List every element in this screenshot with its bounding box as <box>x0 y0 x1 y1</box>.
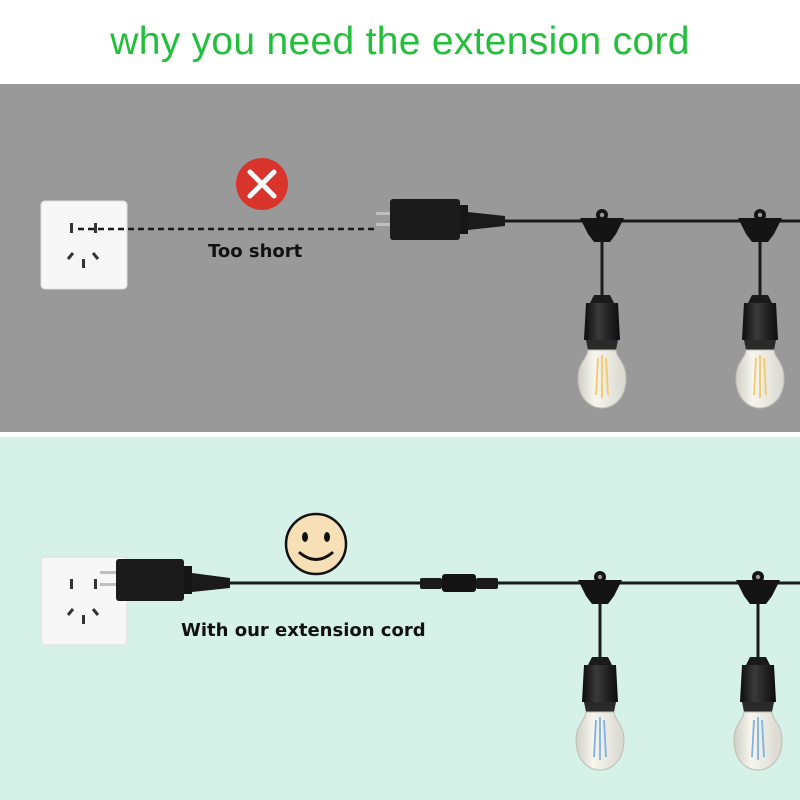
extension-connector <box>420 574 498 592</box>
wall-outlet-bottom <box>39 555 129 647</box>
bulb-bottom-2 <box>732 600 784 772</box>
power-plug-top <box>376 199 505 240</box>
bulb-top-2 <box>734 238 786 410</box>
cable-joint <box>738 209 782 242</box>
bulb-bottom-1 <box>574 600 626 772</box>
page-title: why you need the extension cord <box>110 20 690 63</box>
panel-divider <box>0 432 800 437</box>
wall-outlet-top <box>39 199 129 291</box>
cable-joint <box>580 209 624 242</box>
extension-cord-caption: With our extension cord <box>181 620 426 641</box>
x-mark-icon <box>236 158 288 210</box>
smiley-face-icon <box>284 512 348 576</box>
power-plug-bottom <box>100 559 230 601</box>
cable-joint <box>578 571 622 604</box>
too-short-panel <box>0 84 800 432</box>
too-short-caption: Too short <box>208 241 303 262</box>
cable-joint <box>736 571 780 604</box>
extension-cord-panel <box>0 437 800 800</box>
bulb-top-1 <box>576 238 628 410</box>
